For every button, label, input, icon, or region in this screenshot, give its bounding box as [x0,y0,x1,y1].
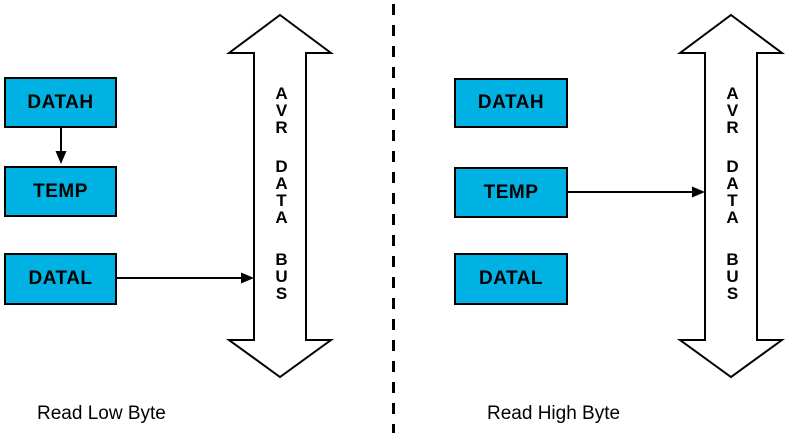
bus-label-word-bus-right: BUS [723,250,742,301]
bus-label-word-bus-left: BUS [272,250,291,301]
register-box-temp-low: TEMP [4,166,117,217]
arrowhead-right-icon [692,186,705,198]
register-box-datah-low: DATAH [4,77,117,128]
arrowhead-down-icon [55,151,67,164]
bus-label-word-avr-right: AVR [723,84,742,135]
register-box-datah-high: DATAH [454,78,568,128]
register-box-datal-low: DATAL [4,253,117,305]
arrow-temp-to-bus [568,186,705,198]
bus-label-word-data-right: DATA [723,157,742,225]
register-box-temp-high: TEMP [454,167,568,218]
register-box-datal-high: DATAL [454,253,568,305]
arrow-datal-to-bus [117,272,254,284]
arrow-datah-to-temp [55,128,67,164]
avr-data-bus-arrow-right [676,13,785,379]
bus-label-word-avr-left: AVR [272,84,291,135]
bus-label-word-data-left: DATA [272,157,291,225]
avr-data-bus-arrow-left [225,13,335,379]
arrowhead-right-icon [241,272,254,284]
caption-read-high-byte: Read High Byte [487,403,621,424]
caption-read-low-byte: Read Low Byte [37,403,166,424]
